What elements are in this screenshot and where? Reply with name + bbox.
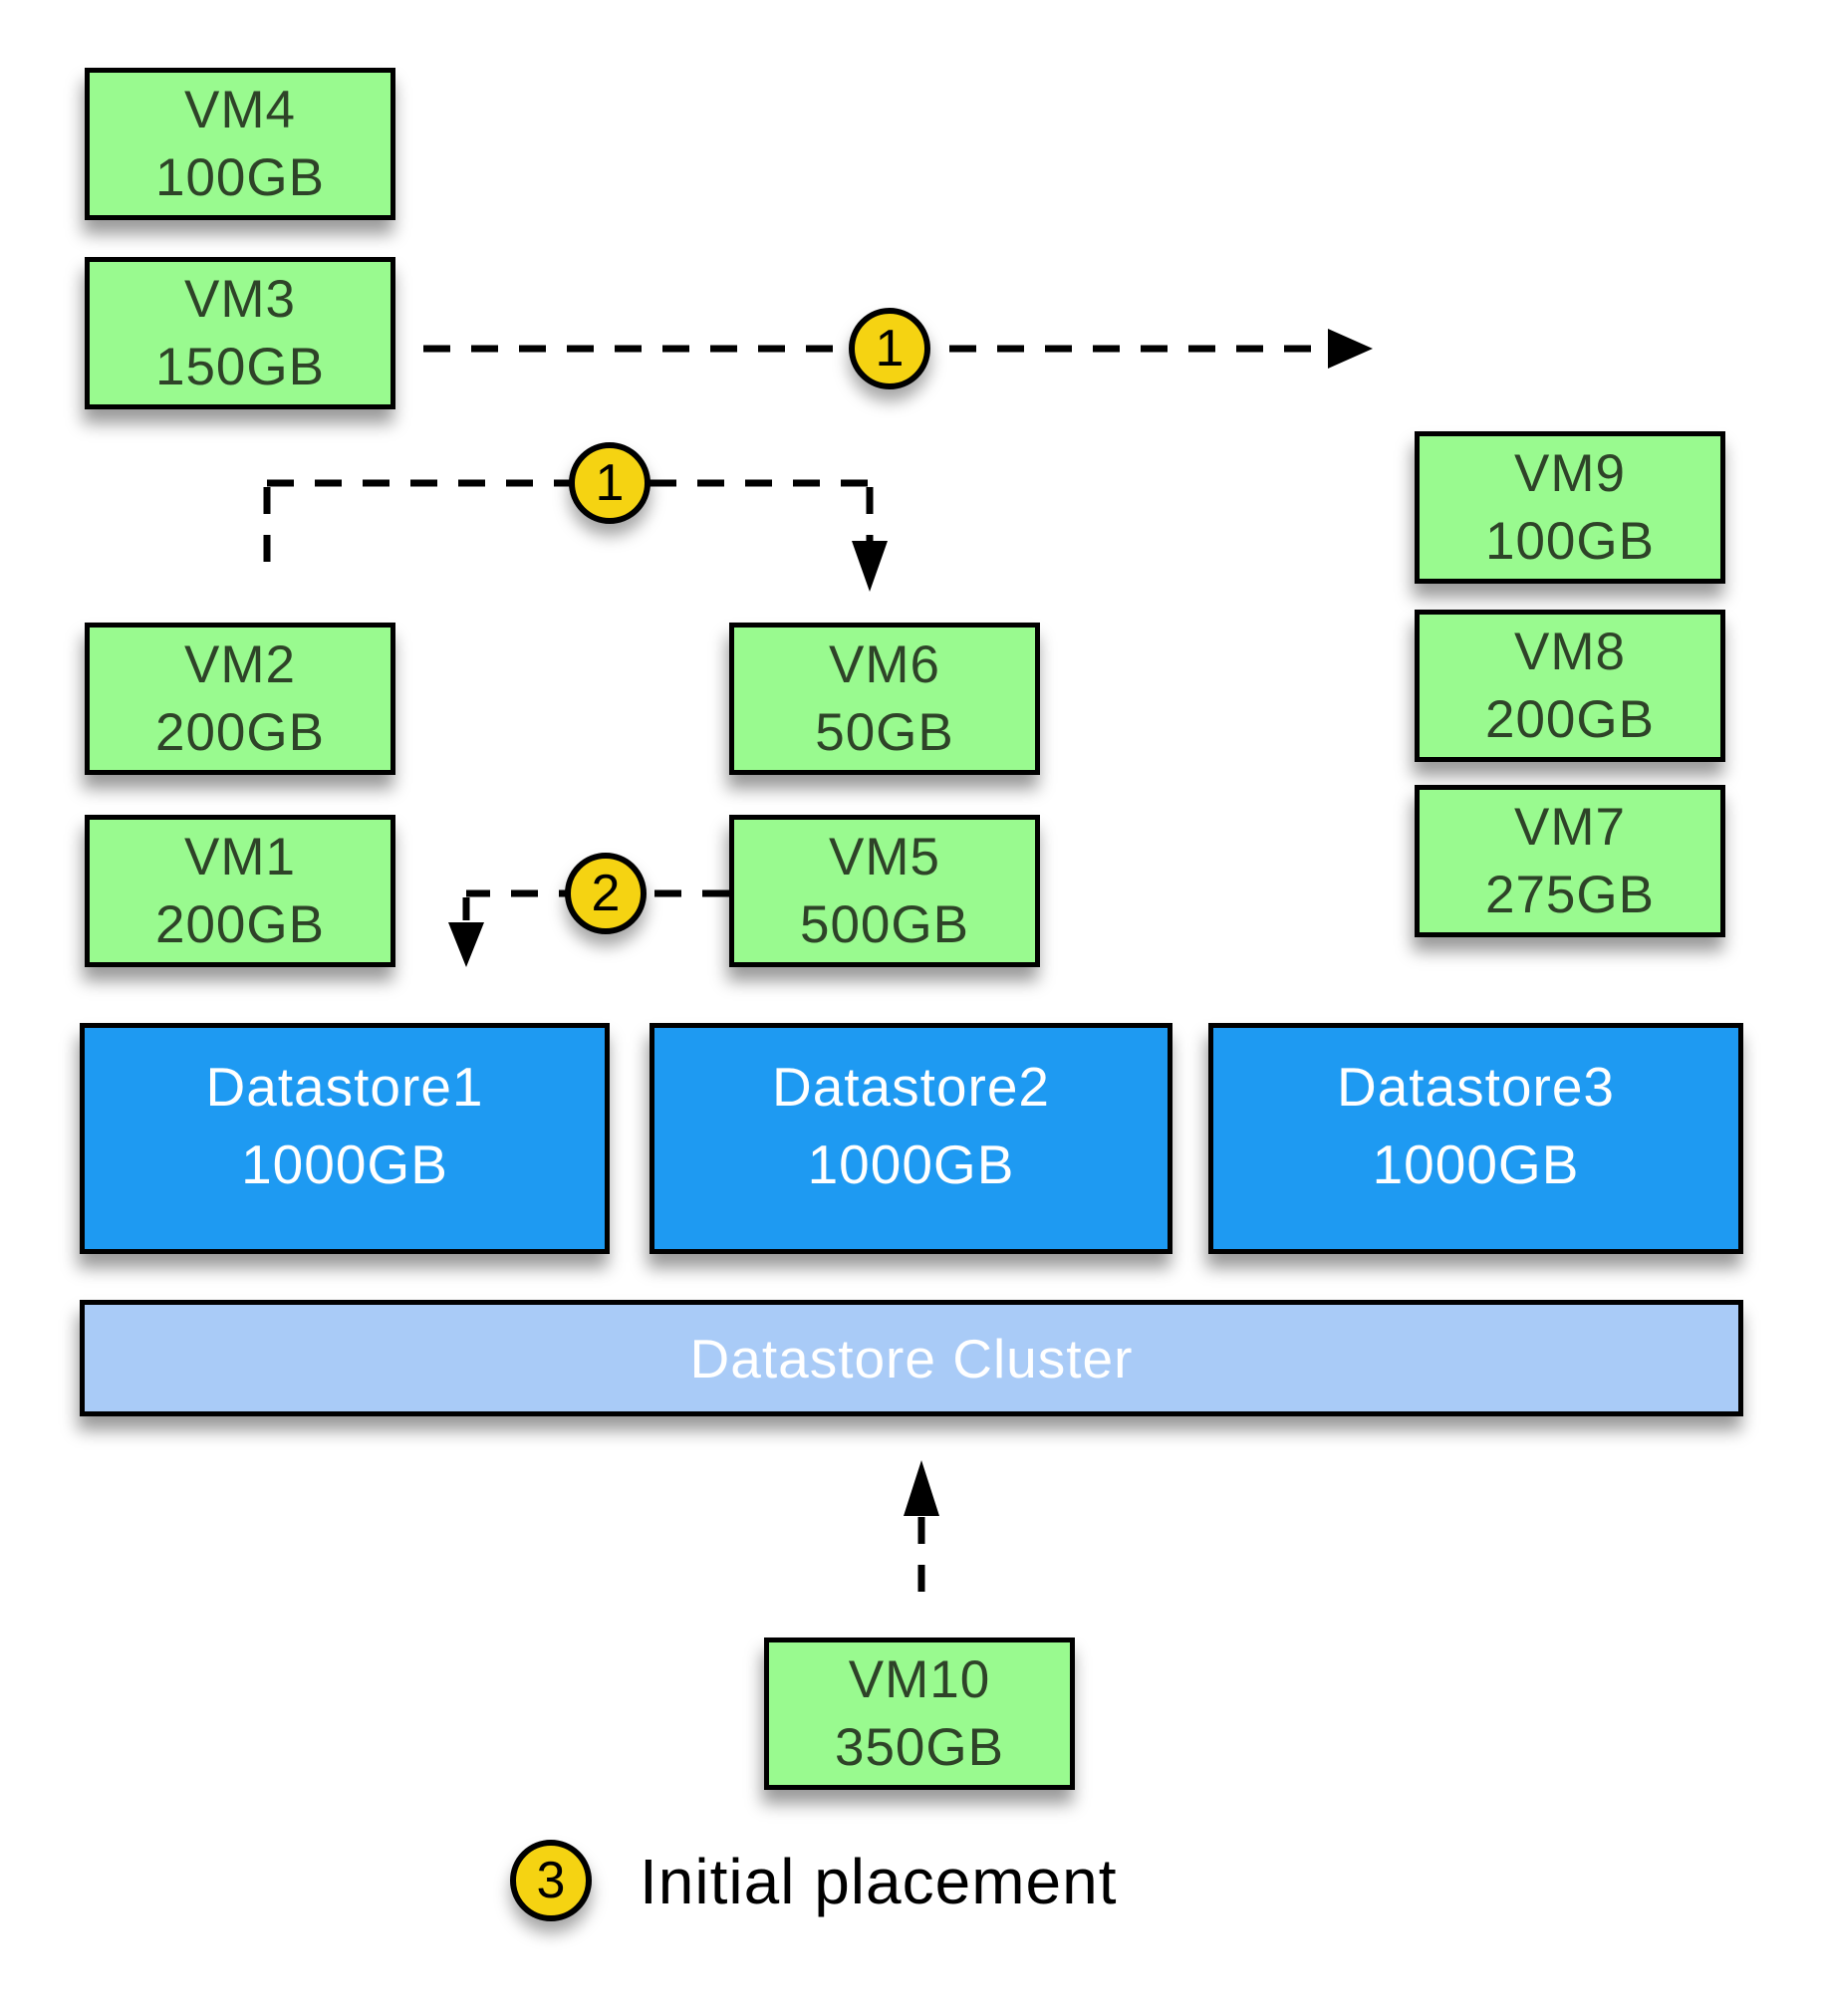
vm-name: VM9 — [1514, 443, 1626, 503]
datastore-capacity: 1000GB — [241, 1134, 448, 1195]
legend-initial-placement: Initial placement — [640, 1846, 1118, 1917]
vm-size: 200GB — [1484, 689, 1655, 749]
vm-size: 100GB — [1484, 511, 1655, 571]
datastore-capacity: 1000GB — [1372, 1134, 1580, 1195]
vm-name: VM8 — [1514, 622, 1626, 681]
datastore-box-3: Datastore3 1000GB — [1208, 1023, 1743, 1254]
vm-name: VM10 — [848, 1649, 991, 1709]
vm-box-vm7: VM7 275GB — [1415, 785, 1725, 937]
vm-name: VM1 — [184, 827, 296, 886]
datastore-box-1: Datastore1 1000GB — [80, 1023, 610, 1254]
datastore-box-2: Datastore2 1000GB — [650, 1023, 1172, 1254]
vm-box-vm6: VM6 50GB — [729, 623, 1040, 775]
step-badge-3: 3 — [510, 1840, 592, 1921]
datastore-capacity: 1000GB — [807, 1134, 1015, 1195]
vm-size: 500GB — [799, 894, 969, 954]
vm-name: VM4 — [184, 80, 296, 139]
step-badge-1a: 1 — [849, 308, 930, 389]
vm-size: 100GB — [154, 147, 325, 207]
vm-box-vm4: VM4 100GB — [85, 68, 395, 220]
vm-name: VM7 — [1514, 797, 1626, 857]
vm-name: VM3 — [184, 269, 296, 329]
datastore-name: Datastore1 — [205, 1055, 484, 1118]
datastore-cluster-bar: Datastore Cluster — [80, 1300, 1743, 1416]
vm-size: 50GB — [815, 702, 954, 762]
vm-box-vm8: VM8 200GB — [1415, 610, 1725, 762]
datastore-name: Datastore2 — [771, 1055, 1051, 1118]
datastore-name: Datastore3 — [1336, 1055, 1616, 1118]
vm-box-vm3: VM3 150GB — [85, 257, 395, 409]
vm-box-vm10: VM10 350GB — [764, 1638, 1075, 1790]
vm-box-vm9: VM9 100GB — [1415, 431, 1725, 584]
vm-size: 275GB — [1484, 865, 1655, 924]
vm-size: 150GB — [154, 337, 325, 396]
vm-box-vm5: VM5 500GB — [729, 815, 1040, 967]
vm-box-vm2: VM2 200GB — [85, 623, 395, 775]
vm-name: VM2 — [184, 634, 296, 694]
step-badge-2: 2 — [565, 853, 647, 934]
vm-name: VM5 — [829, 827, 940, 886]
vm-size: 200GB — [154, 702, 325, 762]
initial-placement-arrow — [904, 1460, 939, 1592]
step-badge-1b: 1 — [569, 442, 651, 524]
vm-size: 200GB — [154, 894, 325, 954]
datastore-cluster-label: Datastore Cluster — [689, 1327, 1134, 1389]
vm-box-vm1: VM1 200GB — [85, 815, 395, 967]
vm-size: 350GB — [834, 1717, 1004, 1777]
vm-name: VM6 — [829, 634, 940, 694]
